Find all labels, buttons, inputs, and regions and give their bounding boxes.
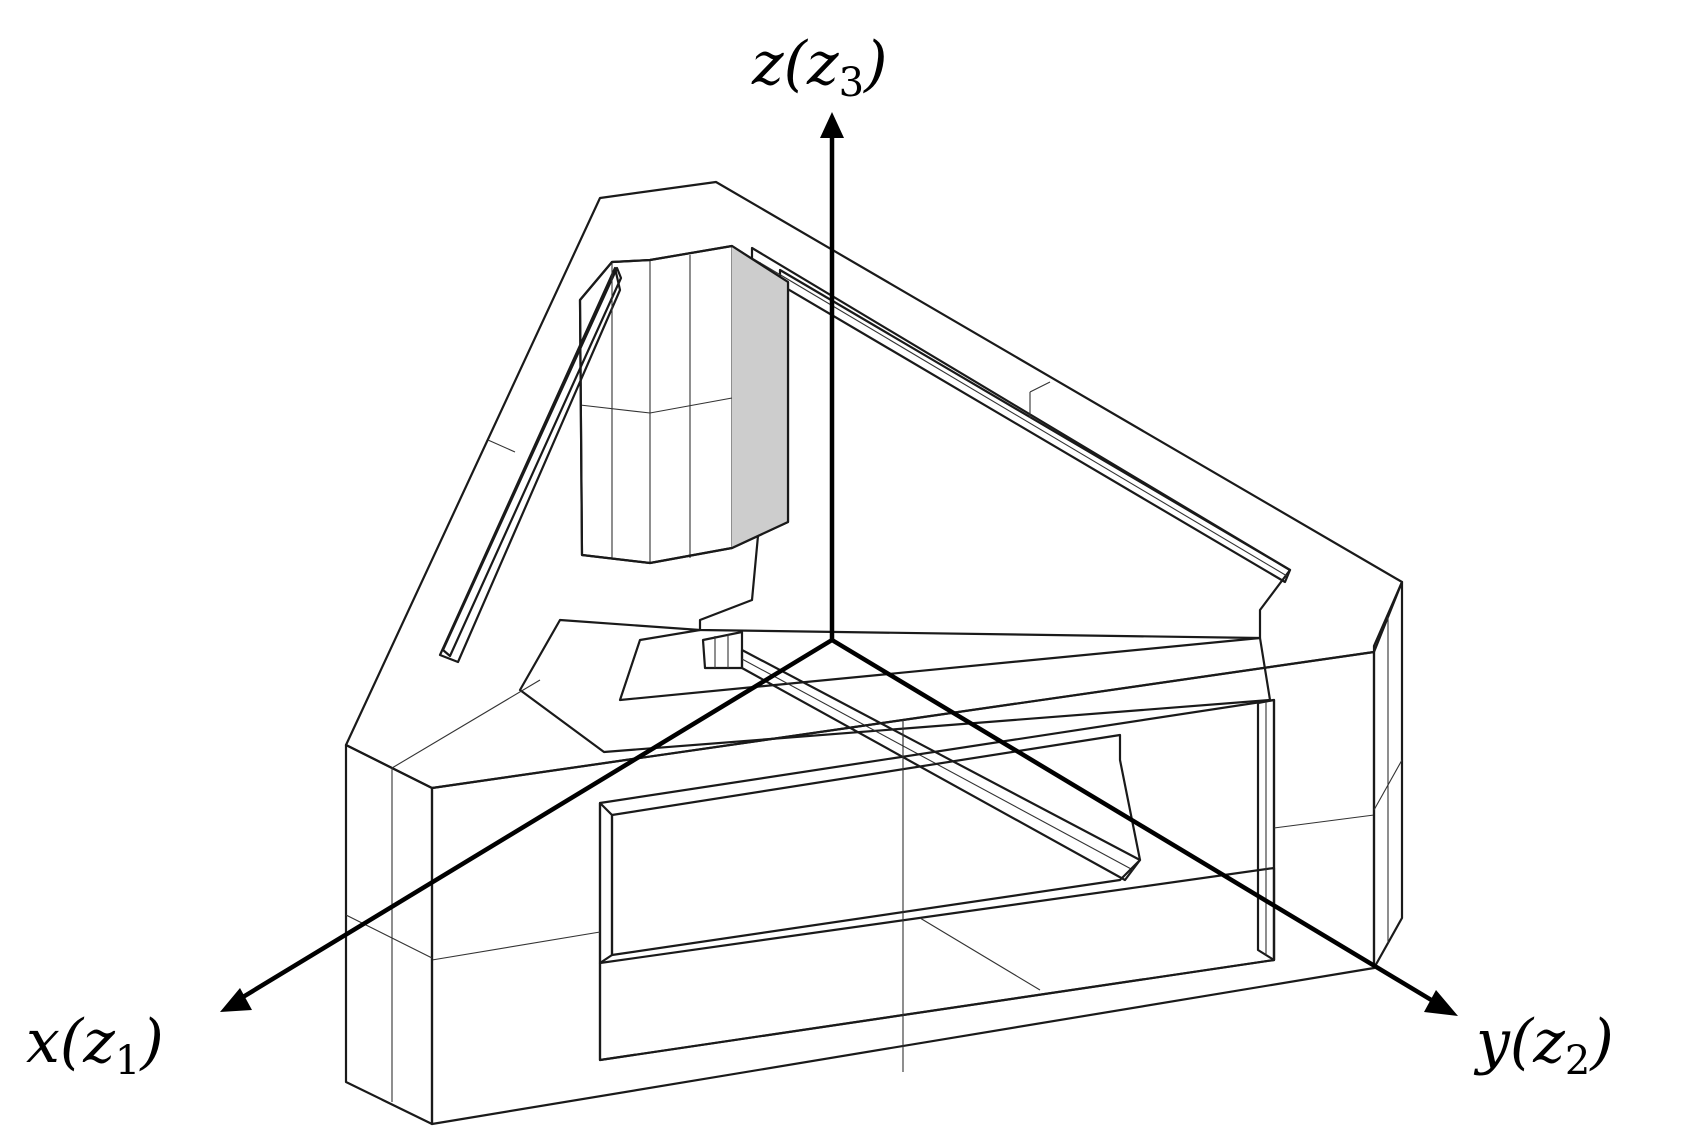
corner-post-shade <box>732 246 788 548</box>
top-seam-right <box>1029 381 1051 393</box>
left-arm-ledge <box>441 266 623 658</box>
left-end-seam <box>345 914 433 959</box>
y-axis-label-base: y(z <box>1476 1007 1565 1077</box>
right-ledge-line <box>751 257 1288 577</box>
x-axis-label: x(z1) <box>26 1012 164 1081</box>
front-window-right-rib <box>1256 698 1276 962</box>
triangular-frame <box>344 180 1404 1126</box>
z-axis-arrowhead <box>820 112 844 138</box>
frame-right-end-face <box>1372 580 1404 970</box>
inner-diagonal-rib <box>740 648 1142 882</box>
front-window-floor <box>598 866 1276 1062</box>
z-axis-label-base: z(z <box>752 29 839 99</box>
coordinate-axes <box>220 112 1458 1016</box>
z-axis-label-sub: 3 <box>838 60 865 106</box>
y-axis-line <box>830 638 1440 1006</box>
right-end-seam <box>1373 759 1403 811</box>
z-axis-label: z(z3) <box>752 34 888 103</box>
y-axis-label-close: ) <box>1590 1007 1614 1077</box>
corner-post-outline <box>578 244 790 565</box>
left-arm-window <box>438 266 622 664</box>
front-seam-left <box>431 931 601 961</box>
z-axis-label-close: ) <box>864 29 888 99</box>
x-axis-line <box>236 638 834 1002</box>
x-axis-label-base: x(z <box>26 1007 115 1077</box>
y-axis-arrowhead <box>1424 990 1458 1016</box>
floor-seam <box>919 917 1041 991</box>
y-axis-label: y(z2) <box>1476 1012 1614 1081</box>
frame-left-end-face <box>344 743 434 1126</box>
front-seam-right <box>1273 814 1375 829</box>
inner-floor <box>518 618 1272 754</box>
x-axis-arrowhead <box>220 988 252 1012</box>
front-window-left-rib <box>598 801 614 965</box>
inner-notch-post <box>701 630 744 670</box>
frame-top-face <box>344 180 1404 790</box>
x-axis-label-sub: 1 <box>114 1038 141 1084</box>
top-seam-left <box>487 439 516 453</box>
x-axis-label-close: ) <box>140 1007 164 1077</box>
top-seam-corner <box>391 679 541 769</box>
y-axis-label-sub: 2 <box>1564 1038 1591 1084</box>
